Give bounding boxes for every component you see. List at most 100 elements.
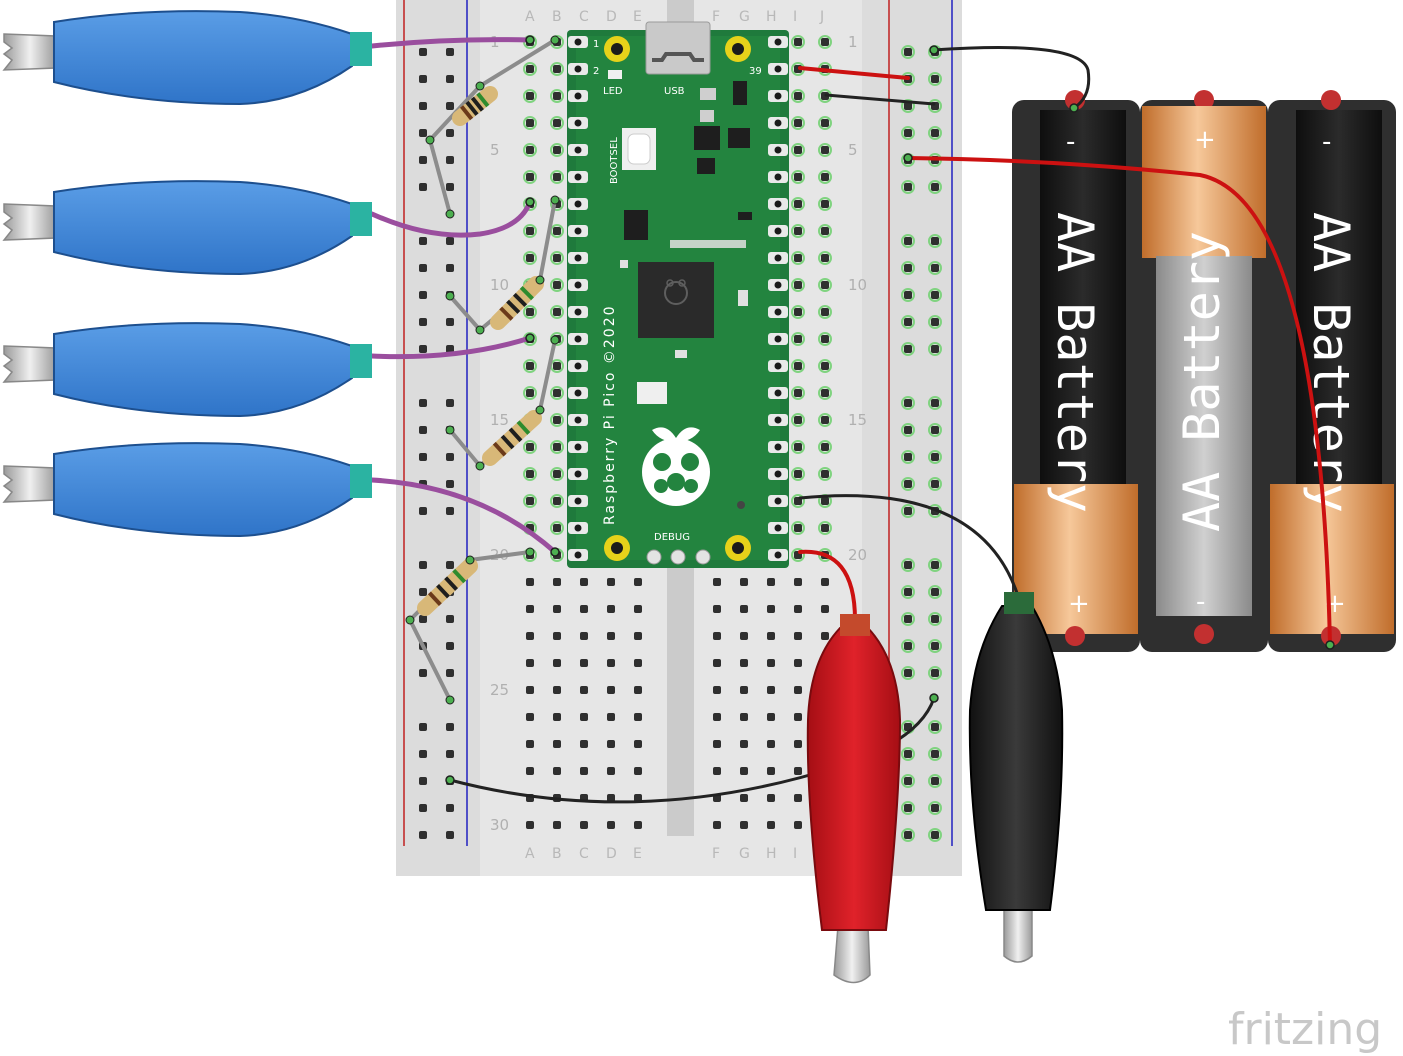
black-alligator-clip <box>968 592 1064 963</box>
hole <box>821 578 829 586</box>
column-letters: AABBCCDDEEFFGGHHIIJJ <box>525 9 824 862</box>
hole-connected-marker <box>791 89 805 103</box>
hole-connected-marker <box>928 396 942 410</box>
rail-hole <box>419 399 427 407</box>
power-rail-left <box>403 0 468 846</box>
rail-hole <box>904 615 912 623</box>
rail-hole <box>419 561 427 569</box>
rail-hole <box>904 777 912 785</box>
hole-connected-marker <box>550 89 564 103</box>
hole <box>553 281 561 289</box>
hole-connected-marker <box>791 278 805 292</box>
hole-connected-marker <box>550 413 564 427</box>
hole <box>740 713 748 721</box>
hole <box>794 578 802 586</box>
fritzing-logo: fritzing <box>1228 1004 1382 1055</box>
debug-label: DEBUG <box>654 532 690 543</box>
hole <box>767 659 775 667</box>
rail-hole <box>904 183 912 191</box>
hole <box>526 146 534 154</box>
resistor <box>445 335 560 471</box>
hole <box>526 740 534 748</box>
rail-hole <box>931 642 939 650</box>
hole-connected-marker <box>791 251 805 265</box>
column-letter-bottom: A <box>525 846 535 862</box>
led <box>608 70 622 79</box>
rail-hole <box>931 264 939 272</box>
rail-hole <box>931 588 939 596</box>
rail-hole <box>931 480 939 488</box>
hole <box>580 686 588 694</box>
hole-connected-marker <box>523 251 537 265</box>
hole <box>634 659 642 667</box>
hole <box>607 821 615 829</box>
row-number-right: 20 <box>848 546 867 564</box>
rail-hole <box>446 156 454 164</box>
hole-connected-marker <box>550 170 564 184</box>
rail-hole <box>931 237 939 245</box>
rail-hole <box>419 129 427 137</box>
hole-connected-marker <box>818 521 832 535</box>
column-letter-bottom: F <box>712 846 720 862</box>
hole <box>580 632 588 640</box>
hole <box>526 605 534 613</box>
rail-hole <box>446 345 454 353</box>
hole-connected-marker <box>791 332 805 346</box>
hole <box>767 740 775 748</box>
rail-hole <box>446 750 454 758</box>
battery-3-label: AA Battery <box>1302 212 1360 513</box>
column-letter-top: A <box>525 9 535 25</box>
hole <box>821 416 829 424</box>
hole-connected-marker <box>818 170 832 184</box>
hole-connected-marker <box>818 278 832 292</box>
hole <box>794 146 802 154</box>
hole-connected-marker <box>818 359 832 373</box>
hole-connected-marker <box>928 558 942 572</box>
hole <box>553 308 561 316</box>
hole-connected-marker <box>818 386 832 400</box>
column-letter-top: H <box>766 9 777 25</box>
rail-hole <box>904 264 912 272</box>
rail-hole <box>931 561 939 569</box>
hole <box>580 605 588 613</box>
rail-hole <box>904 345 912 353</box>
hole <box>794 632 802 640</box>
column-letter-top: I <box>793 9 797 25</box>
rail-hole <box>904 561 912 569</box>
hole-connected-marker <box>550 305 564 319</box>
rail-hole <box>904 453 912 461</box>
rail-hole <box>904 642 912 650</box>
bootsel-button[interactable] <box>622 128 656 170</box>
column-letter-top: E <box>633 9 642 25</box>
battery-1-label: AA Battery <box>1046 212 1104 513</box>
column-letter-top: C <box>579 9 589 25</box>
led-label: LED <box>603 86 623 97</box>
hole <box>767 821 775 829</box>
rail-hole <box>931 129 939 137</box>
hole-connected-marker <box>818 467 832 481</box>
hole <box>526 821 534 829</box>
column-letter-bottom: C <box>579 846 589 862</box>
hole <box>553 362 561 370</box>
hole-connected-marker <box>928 423 942 437</box>
rail-hole <box>446 399 454 407</box>
red-wires <box>798 66 1332 647</box>
rail-hole <box>904 804 912 812</box>
rail-hole <box>419 750 427 758</box>
battery-3-top-sign: - <box>1322 127 1331 157</box>
hole-connected-marker <box>791 494 805 508</box>
hole <box>634 686 642 694</box>
hole <box>634 740 642 748</box>
hole <box>634 578 642 586</box>
hole-connected-marker <box>791 35 805 49</box>
hole-connected-marker <box>550 494 564 508</box>
hole <box>767 605 775 613</box>
hole <box>713 686 721 694</box>
resistor <box>405 547 535 705</box>
hole <box>740 794 748 802</box>
hole-connected-marker <box>901 315 915 329</box>
hole <box>794 362 802 370</box>
hole <box>740 632 748 640</box>
rail-hole <box>446 561 454 569</box>
column-letter-bottom: H <box>766 846 777 862</box>
